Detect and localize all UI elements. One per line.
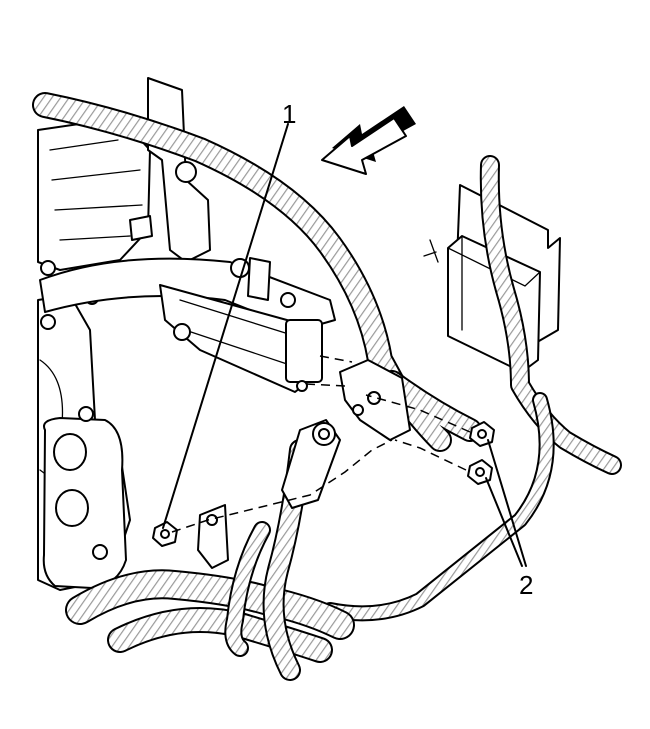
harness-lower-branch: [322, 392, 555, 622]
leader-line-2a: [487, 439, 527, 567]
callout-label-2: 2: [519, 570, 534, 600]
harness-upper: [32, 92, 405, 395]
leader-line-1: [162, 123, 289, 529]
harness-right: [479, 155, 622, 475]
callout-label-1: 1: [282, 99, 297, 129]
bolt-2-lower: [467, 459, 493, 485]
alignment-line-bracket: [305, 355, 353, 387]
bolt-1: [152, 521, 178, 547]
alignment-line-bolt-2: [365, 394, 471, 471]
lower-bracket: [197, 504, 229, 569]
ground-strap: [281, 419, 341, 509]
alignment-line-bolt-1: [171, 439, 393, 533]
leader-line-2b: [485, 477, 523, 567]
bolt-2-upper: [469, 421, 495, 447]
harness-bracket: [339, 359, 411, 441]
engine-block: [37, 117, 151, 591]
direction-arrow-icon: [321, 106, 416, 175]
